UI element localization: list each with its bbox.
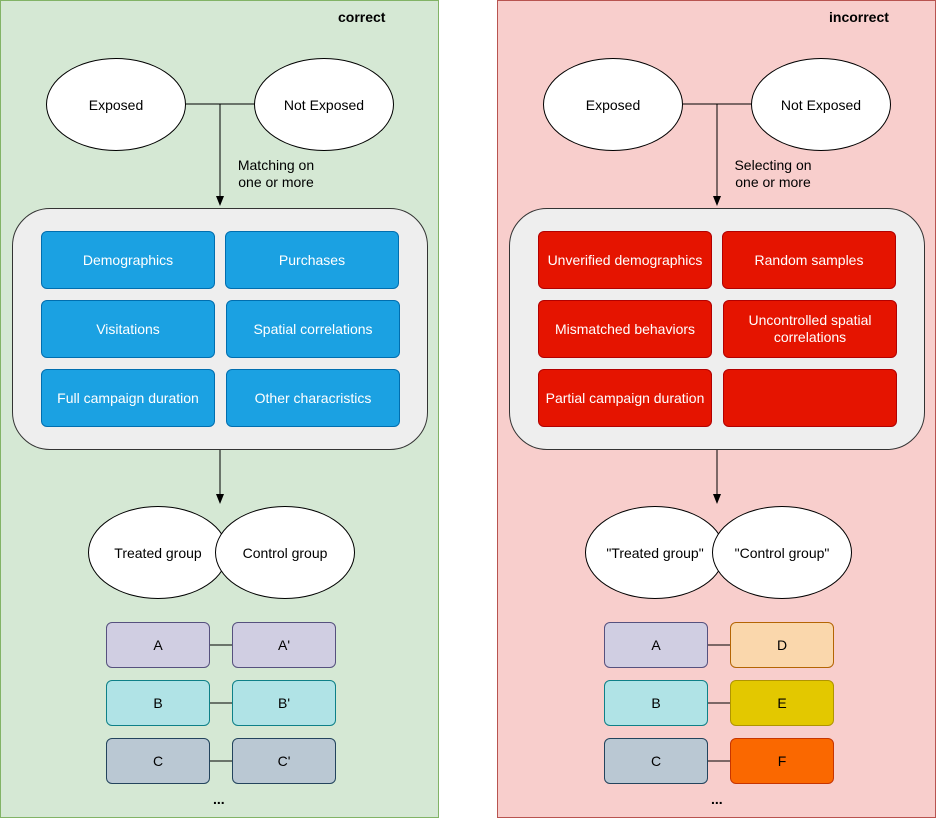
exposed-node: Exposed (543, 58, 683, 151)
control-group-node: "Control group" (712, 506, 852, 599)
pair-item-control: E (730, 680, 834, 726)
criterion-box: Random samples (722, 231, 896, 289)
note-line-2: one or more (238, 174, 314, 190)
pair-item-control: F (730, 738, 834, 784)
criterion-box: Uncontrolled spatial correlations (723, 300, 897, 358)
criterion-box: Purchases (225, 231, 399, 289)
not-exposed-label: Not Exposed (283, 96, 365, 113)
correct-panel: correct Exposed Not Exposed Matching on … (0, 0, 439, 818)
criterion-box: Other characristics (226, 369, 400, 427)
control-group-node: Control group (215, 506, 355, 599)
note-line-1: Matching on (237, 157, 315, 173)
not-exposed-node: Not Exposed (751, 58, 891, 151)
note-line-1: Selecting on (734, 157, 812, 173)
not-exposed-node: Not Exposed (254, 58, 394, 151)
criterion-box: Visitations (41, 300, 215, 358)
panel-title: correct (338, 9, 386, 25)
pair-item-treated: A (604, 622, 708, 668)
matching-note: Matching on one or more (226, 157, 326, 191)
treated-group-node: Treated group (88, 506, 228, 599)
control-group-label: Control group (242, 544, 328, 561)
pair-item-control: C' (232, 738, 336, 784)
pair-item-control: D (730, 622, 834, 668)
exposed-label: Exposed (585, 96, 641, 113)
criterion-box: Mismatched behaviors (538, 300, 712, 358)
criterion-box: Unverified demographics (538, 231, 712, 289)
pair-item-control: B' (232, 680, 336, 726)
pair-item-treated: C (604, 738, 708, 784)
exposed-node: Exposed (46, 58, 186, 151)
pair-item-treated: B (106, 680, 210, 726)
criterion-box: Spatial correlations (226, 300, 400, 358)
criterion-box: Full campaign duration (41, 369, 215, 427)
panel-title: incorrect (829, 9, 889, 25)
more-indicator: ... (213, 791, 225, 807)
criterion-box: Demographics (41, 231, 215, 289)
note-line-2: one or more (735, 174, 811, 190)
incorrect-connectors (683, 103, 752, 762)
pair-item-control: A' (232, 622, 336, 668)
control-group-label: "Control group" (734, 544, 830, 561)
pair-item-treated: B (604, 680, 708, 726)
exposed-label: Exposed (88, 96, 144, 113)
treated-group-node: "Treated group" (585, 506, 725, 599)
correct-connectors (186, 103, 255, 762)
treated-group-label: Treated group (114, 544, 202, 561)
criterion-box-empty (723, 369, 897, 427)
pair-item-treated: A (106, 622, 210, 668)
more-indicator: ... (711, 791, 723, 807)
treated-group-label: "Treated group" (606, 544, 704, 561)
criterion-box: Partial campaign duration (538, 369, 712, 427)
pair-item-treated: C (106, 738, 210, 784)
not-exposed-label: Not Exposed (780, 96, 862, 113)
incorrect-panel: incorrect Exposed Not Exposed Selecting … (497, 0, 936, 818)
selecting-note: Selecting on one or more (723, 157, 823, 191)
